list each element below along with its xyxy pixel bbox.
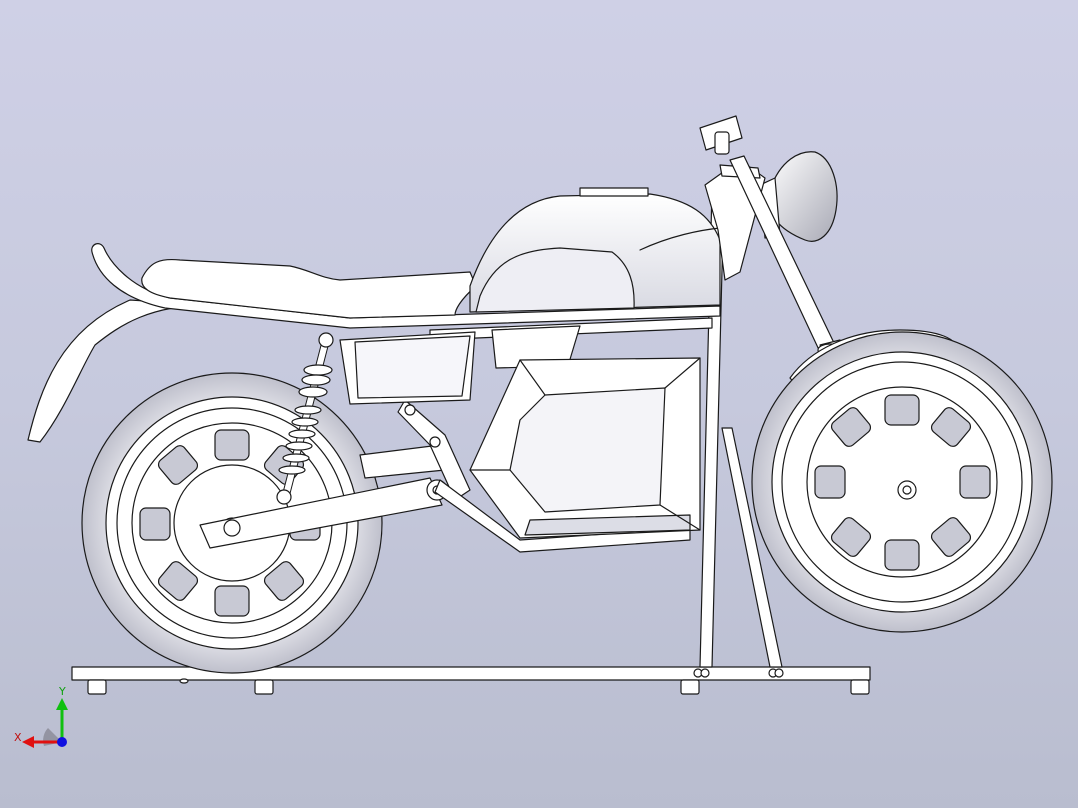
battery-pack[interactable] <box>469 357 701 539</box>
x-axis-label: X <box>14 731 22 744</box>
front-wheel[interactable] <box>751 331 1053 633</box>
battery-box[interactable] <box>339 325 581 405</box>
axis-triad: Y X <box>14 685 68 748</box>
rear-shock[interactable] <box>276 332 334 505</box>
z-axis-dot <box>57 737 67 747</box>
y-axis-label: Y <box>58 685 66 698</box>
rear-fender[interactable] <box>27 299 211 443</box>
stand-base[interactable] <box>71 666 871 695</box>
